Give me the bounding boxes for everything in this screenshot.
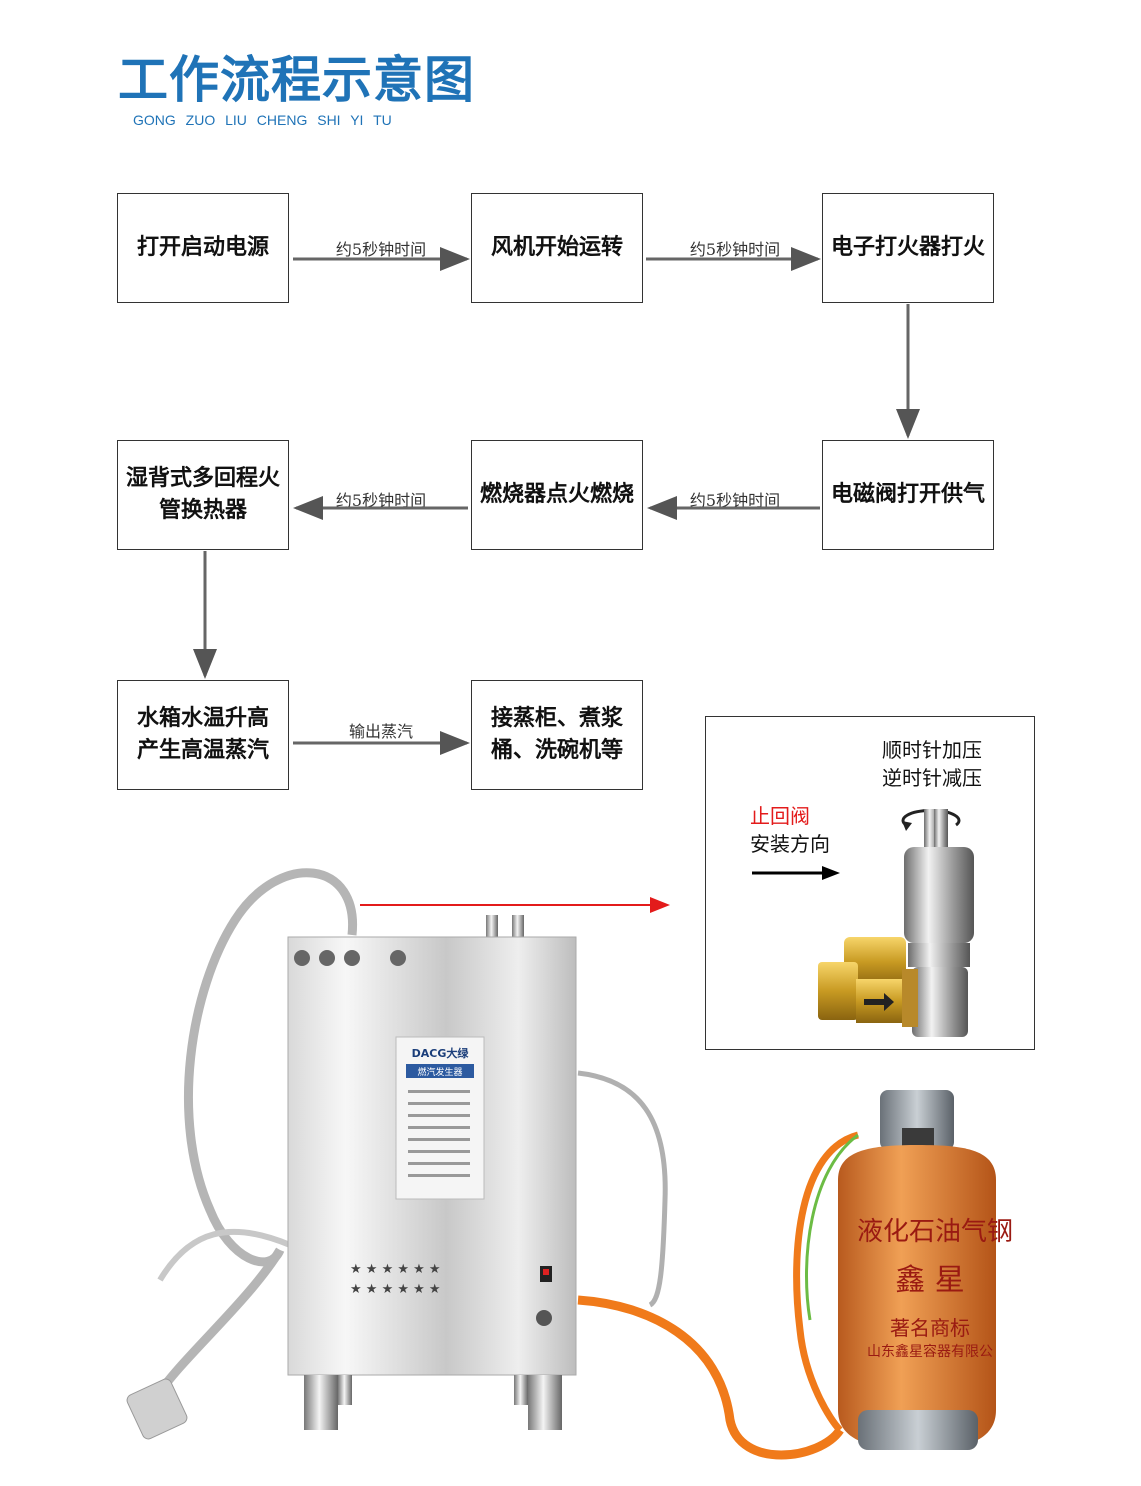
water-hose	[183, 868, 357, 1267]
tank-label-3: 著名商标	[890, 1316, 970, 1340]
tank-label-2: 鑫 星	[895, 1263, 965, 1298]
direction-arrowhead	[822, 866, 840, 880]
arrow-label: 约5秒钟时间	[689, 491, 781, 510]
panel-title: 燃汽发生器	[417, 1066, 462, 1078]
steam-pipe	[577, 1070, 668, 1308]
pressure-instruction-2: 逆时针减压	[882, 766, 982, 790]
check-valve-body	[844, 937, 906, 987]
gas-hose	[577, 1295, 844, 1460]
brand-logo: DACG大绿	[412, 1046, 470, 1060]
step-label: 电磁阀打开供气	[830, 482, 985, 507]
arrow-label: 输出蒸汽	[348, 722, 413, 741]
hose-filter	[126, 1378, 188, 1440]
arrow-label: 约5秒钟时间	[689, 240, 781, 259]
tank-label-4: 山东鑫星容器有限公	[867, 1343, 993, 1360]
valve-inset: 顺时针加压 逆时针减压 止回阀 安装方向	[705, 716, 1035, 1050]
step-fan-start: 风机开始运转	[471, 193, 643, 303]
step-label: 水箱水温升高 产生高温蒸汽	[136, 706, 269, 763]
flow-arrows	[193, 247, 920, 755]
step-igniter: 电子打火器打火	[822, 193, 994, 303]
valve-illustration	[752, 808, 974, 1037]
steam-generator-cabinet	[287, 936, 577, 1376]
step-label: 燃烧器点火燃烧	[479, 482, 634, 507]
install-direction-label: 安装方向	[750, 832, 830, 856]
step-label: 打开启动电源	[136, 235, 269, 260]
step-label: 湿背式多回程火 管换热器	[125, 466, 280, 523]
step-burner-ignition: 燃烧器点火燃烧	[471, 440, 643, 550]
svg-text:★ ★ ★ ★ ★ ★: ★ ★ ★ ★ ★ ★	[350, 1282, 441, 1297]
step-power-on: 打开启动电源	[117, 193, 289, 303]
page-title: 工作流程示意图	[118, 51, 475, 109]
pressure-instruction-1: 顺时针加压	[882, 738, 982, 762]
tank-label-1: 液化石油气钢	[857, 1217, 1013, 1247]
step-label: 风机开始运转	[490, 235, 623, 260]
step-heat-exchanger: 湿背式多回程火 管换热器	[117, 440, 289, 550]
svg-text:★ ★ ★ ★ ★ ★: ★ ★ ★ ★ ★ ★	[350, 1262, 441, 1277]
step-connected-equipment: 接蒸柜、煮浆 桶、洗碗机等	[471, 680, 643, 790]
arrow-label: 约5秒钟时间	[335, 491, 427, 510]
check-valve-label: 止回阀	[750, 804, 810, 828]
step-steam-output: 水箱水温升高 产生高温蒸汽	[117, 680, 289, 790]
gas-tank-valve	[880, 1090, 954, 1150]
arrow-label: 约5秒钟时间	[335, 240, 427, 259]
gas-tank-body	[838, 1145, 996, 1450]
step-solenoid-valve: 电磁阀打开供气	[822, 440, 994, 550]
page-subtitle: GONG ZUO LIU CHENG SHI YI TU	[133, 112, 392, 128]
step-label: 电子打火器打火	[830, 235, 985, 260]
regulator-body	[904, 847, 974, 943]
step-label: 接蒸柜、煮浆 桶、洗碗机等	[490, 706, 623, 763]
